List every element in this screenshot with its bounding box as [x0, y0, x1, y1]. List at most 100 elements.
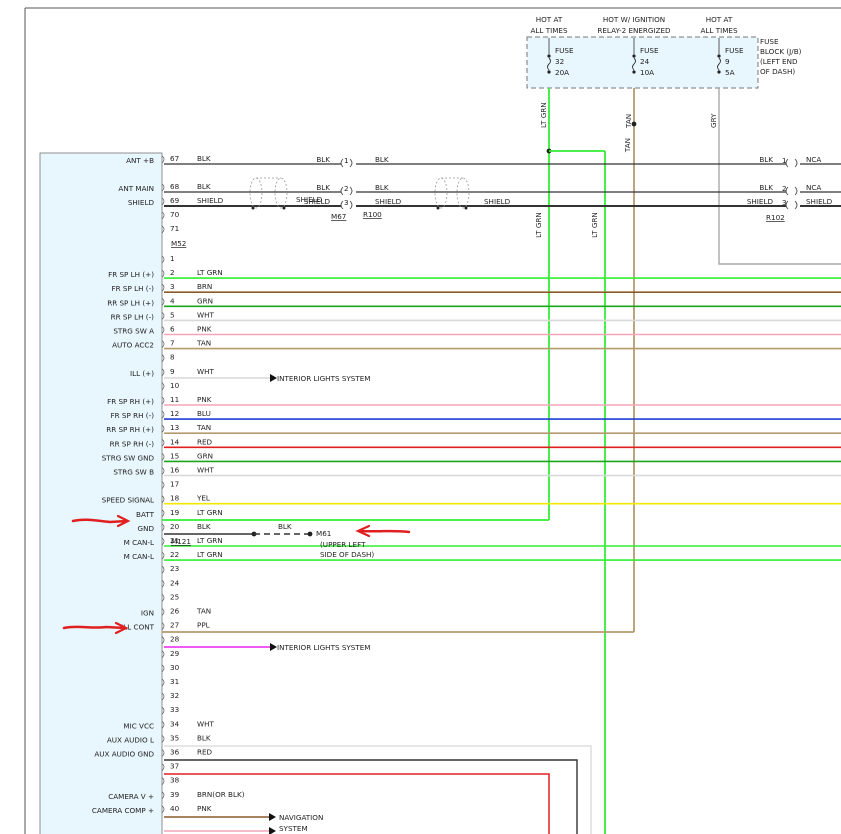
pin-label: FR SP LH (-) [112, 284, 155, 293]
fuse-element-icon [632, 57, 636, 71]
pin-number: 25 [170, 592, 179, 601]
pin-terminal-icon [161, 283, 165, 292]
shield-oval-icon [249, 177, 263, 209]
connector-male-icon [340, 158, 344, 168]
pin-terminal-icon [161, 706, 165, 715]
fuse-rating: 5A [725, 68, 735, 77]
pin-terminal-icon [161, 225, 165, 234]
ground-wire-color: BLK [278, 522, 292, 531]
pin-label: FR SP RH (+) [107, 397, 154, 406]
pin-terminal-icon [161, 636, 165, 644]
pin-terminal-icon [161, 424, 165, 433]
fuse-wire-color: GRY [709, 113, 718, 128]
pin-label: M CAN-L [124, 552, 154, 561]
pin-terminal-icon [161, 155, 165, 164]
pin-number: 18 [170, 494, 180, 503]
pin-number: 1 [170, 254, 175, 263]
antenna-wire-color: SHIELD [484, 197, 511, 206]
antenna-wire-color: BLK [759, 155, 773, 164]
wire-gry [718, 88, 841, 265]
pin-label: GND [138, 524, 155, 533]
fuse-terminal [632, 70, 636, 74]
antenna-wire-color: BLK [316, 183, 330, 192]
pin-terminal-icon [161, 805, 165, 814]
pin-number: 38 [170, 776, 180, 785]
antenna-wire-color: BLK [375, 155, 389, 164]
fuse-header: ALL TIMES [700, 26, 737, 35]
pin-wire-color: LT GRN [197, 550, 223, 559]
pin-label: CAMERA COMP + [92, 806, 154, 815]
pin-terminal-icon [161, 537, 165, 546]
destination-label: SYSTEM [279, 824, 308, 833]
fuse-header: HOT AT [536, 15, 563, 24]
pin-label: FR SP LH (+) [108, 270, 154, 279]
pin-label: RR SP RH (+) [106, 425, 154, 434]
pin-number: 11 [170, 395, 179, 404]
fuse-header: HOT AT [706, 15, 733, 24]
pin-terminal-icon [161, 523, 165, 532]
connector-male-icon [785, 200, 789, 210]
vertical-wire-label: LT GRN [590, 212, 599, 238]
pin-number: 15 [170, 451, 179, 460]
pin-terminal-icon [161, 269, 165, 278]
pin-label: ANT MAIN [118, 184, 154, 193]
pin-number: 26 [170, 607, 180, 616]
pin-number: 28 [170, 635, 180, 644]
fuse-number: 24 [640, 57, 650, 66]
pin-number: 32 [170, 691, 179, 700]
pin-label: STRG SW A [113, 327, 154, 336]
pin-wire-color: BRN(OR BLK) [197, 790, 245, 799]
connector-r100: R100 [363, 210, 382, 219]
pin-number: 6 [170, 325, 175, 334]
red-arrow-head [114, 621, 129, 635]
pin-label: RR SP LH (-) [111, 312, 155, 321]
wire-wht-mic [164, 745, 592, 834]
pin-label: AUTO ACC2 [112, 341, 154, 350]
pin-terminal-icon [161, 777, 165, 785]
pin-terminal-icon [161, 368, 165, 377]
connector-m121: M121 [171, 537, 191, 546]
pin-number: 67 [170, 154, 179, 163]
fuse-header: RELAY-2 ENERGIZED [597, 26, 671, 35]
fuse-terminal [547, 54, 551, 58]
shield-oval-icon [434, 177, 448, 209]
fuse-element-icon [717, 57, 721, 71]
pin-number: 20 [170, 522, 180, 531]
red-arrow-mark-ign [62, 625, 127, 630]
pin-label: AUX AUDIO GND [94, 750, 154, 759]
fuse-block-label-line: (LEFT END [760, 57, 798, 66]
pin-label: AUX AUDIO L [107, 735, 154, 744]
pin-terminal-icon [161, 439, 165, 447]
shield-oval-icon [274, 177, 288, 209]
pin-number: 17 [170, 480, 179, 489]
fuse-element-icon [547, 57, 551, 71]
antenna-wire-color: NCA [806, 183, 821, 192]
antenna-wire-color: SHIELD [747, 197, 774, 206]
pin-label: BATT [136, 510, 155, 519]
antenna-wire-color: BLK [759, 183, 773, 192]
pin-terminal-icon [161, 183, 165, 192]
shield-drain-dot [251, 206, 255, 210]
connector-m52: M52 [171, 239, 186, 248]
vertical-wire-label: LT GRN [534, 212, 543, 238]
fuse-block-label-line: BLOCK (J/B) [760, 47, 802, 56]
pin-wire-color: GRN [197, 451, 213, 460]
pin-number: 22 [170, 550, 179, 559]
pin-terminal-icon [161, 211, 165, 220]
annotation-marks [62, 514, 411, 635]
pin-wire-color: BRN [197, 282, 212, 291]
fuse-number: 9 [725, 57, 730, 66]
fuse-terminal [632, 54, 636, 58]
pin-number: 9 [170, 367, 175, 376]
pin-number: 21 [170, 536, 179, 545]
pin-number: 27 [170, 621, 179, 630]
cavity-number: 2 [782, 184, 787, 193]
pin-number: 68 [170, 182, 180, 191]
pin-wire-color: WHT [197, 719, 215, 728]
arrow-head-icon [270, 374, 277, 382]
